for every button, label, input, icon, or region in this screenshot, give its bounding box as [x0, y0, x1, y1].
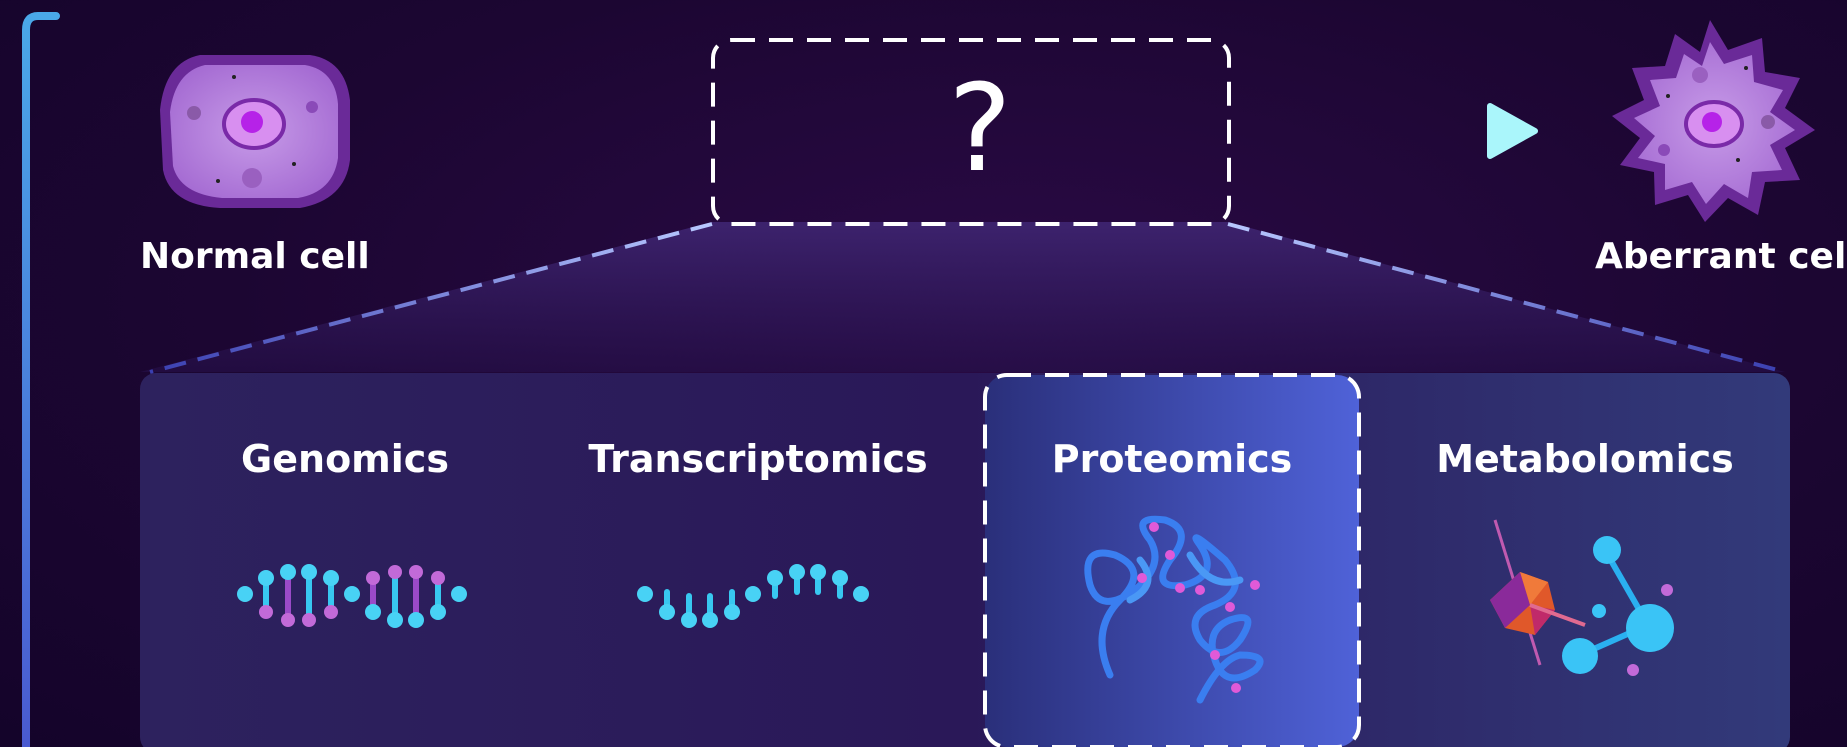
- omics-label-transcriptomics: Transcriptomics: [588, 437, 928, 481]
- normal-cell-icon: [160, 55, 350, 208]
- arrow-head-icon: [1487, 103, 1538, 159]
- aberrant-cell-icon: [1612, 20, 1815, 222]
- zoom-line-left: [149, 222, 713, 374]
- omics-label-genomics: Genomics: [241, 437, 449, 481]
- aberrant-cell-label: Aberrant cell: [1595, 236, 1847, 277]
- dna-double-helix-icon: [237, 564, 467, 628]
- zoom-line-right: [1227, 222, 1786, 374]
- proteomics-dashed-border: [983, 373, 1361, 747]
- normal-cell-label: Normal cell: [140, 236, 370, 277]
- left-bracket: [22, 12, 60, 747]
- zoom-funnel: [140, 222, 1785, 372]
- metabolite-molecule-icon: [1490, 519, 1674, 676]
- omics-label-proteomics: Proteomics: [1051, 437, 1293, 481]
- protein-marker-dots: [1137, 522, 1260, 693]
- unknown-mechanism-box: [711, 38, 1231, 226]
- rna-strand-icon: [637, 564, 869, 628]
- omics-panel: [140, 373, 1790, 747]
- omics-label-metabolomics: Metabolomics: [1436, 437, 1734, 481]
- unknown-symbol: ?: [948, 60, 1012, 199]
